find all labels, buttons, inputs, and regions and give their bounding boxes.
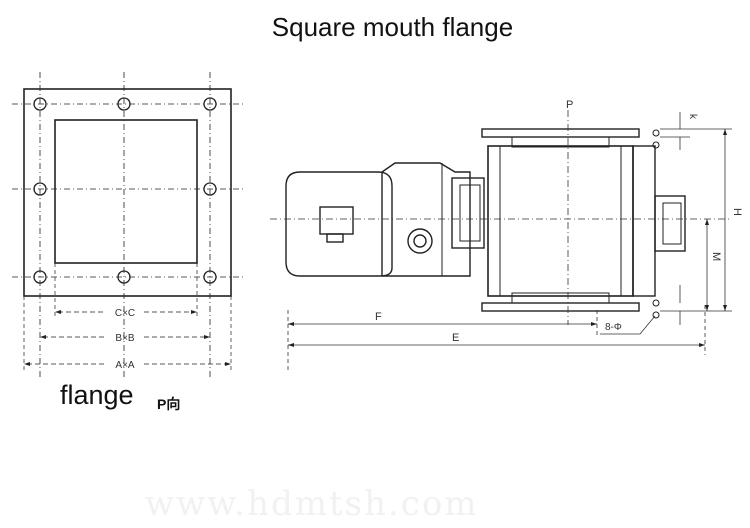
dim-label-bxb: B×B <box>115 333 135 344</box>
gearbox-body <box>381 162 471 277</box>
valve-side-view <box>285 128 686 319</box>
flange-inner-opening <box>54 119 198 264</box>
shaft-boss <box>407 228 433 254</box>
caption-p-direction: P向 <box>157 396 181 412</box>
bottom-flange <box>481 302 640 312</box>
label-p: P <box>566 99 573 111</box>
flange-front-view <box>12 72 245 378</box>
flange-outer-rect <box>23 88 232 297</box>
dim-label-cxc: C×C <box>115 308 135 319</box>
label-k: k <box>687 114 698 120</box>
dim-label-axa: A×A <box>115 360 135 371</box>
motor-body <box>285 171 393 277</box>
label-f: F <box>375 311 382 323</box>
label-holes: 8-Φ <box>605 322 622 333</box>
caption-flange: flange <box>60 380 134 410</box>
bolt-holes <box>33 97 217 284</box>
label-e: E <box>452 332 459 344</box>
label-m: M <box>710 252 722 261</box>
top-flange <box>481 128 640 138</box>
watermark: www.hdmtsh.com <box>145 484 479 524</box>
diagram-title: Square mouth flange <box>271 12 514 42</box>
label-h: H <box>731 208 743 216</box>
motor-terminal-box <box>319 206 354 235</box>
valve-housing <box>487 145 634 297</box>
